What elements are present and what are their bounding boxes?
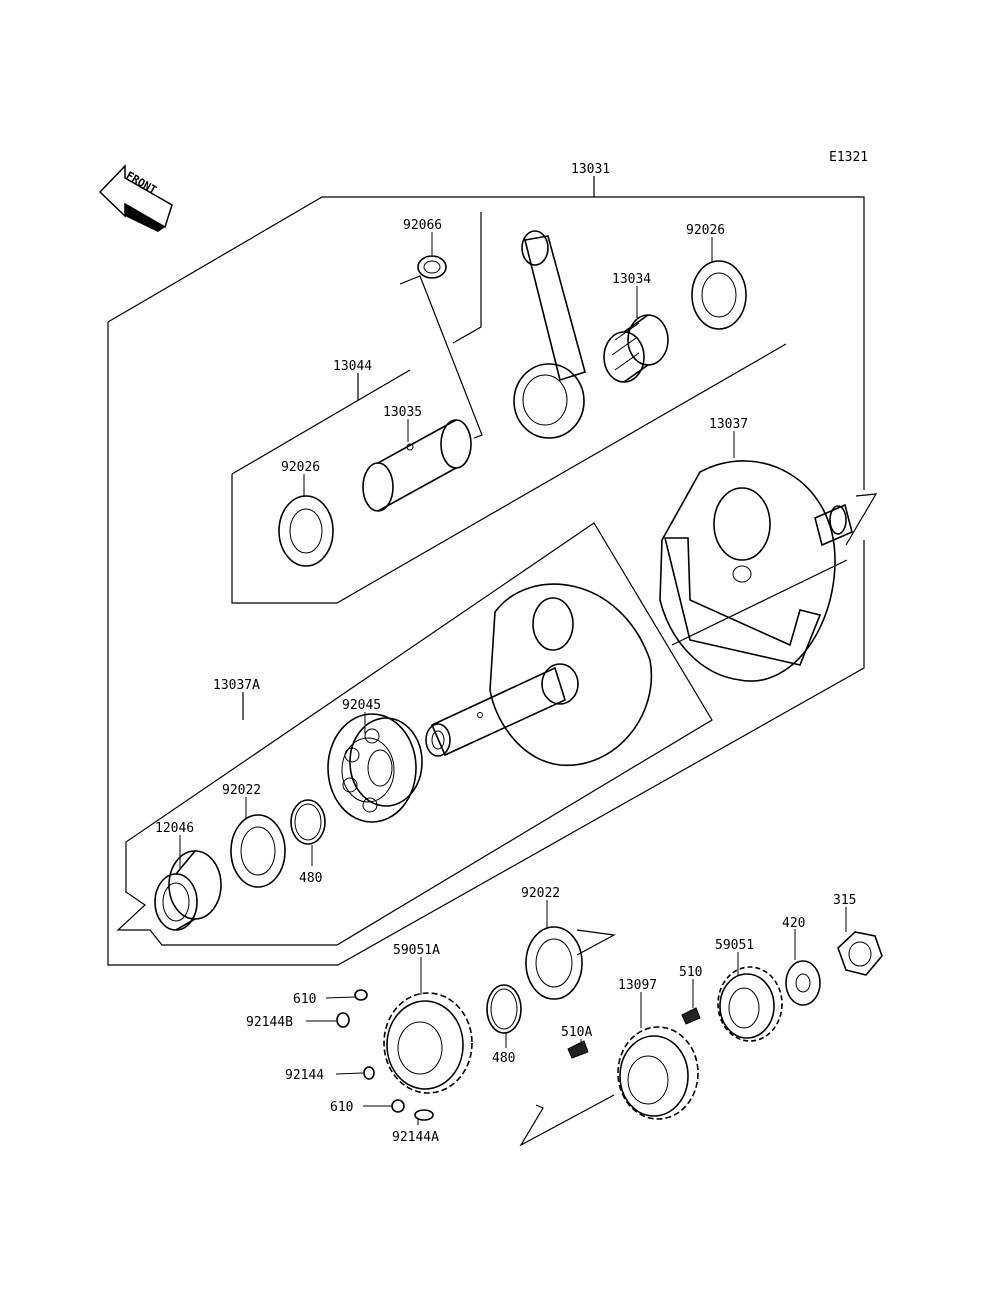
label-59051A: 59051A <box>393 943 440 958</box>
gear-59051 <box>717 966 783 1042</box>
label-59051: 59051 <box>715 938 754 953</box>
spring-92144 <box>335 1066 375 1080</box>
label-92045: 92045 <box>342 698 381 713</box>
diagram-code: E1321 <box>829 150 868 165</box>
label-92026-left: 92026 <box>281 460 320 475</box>
circlip-480-top <box>290 799 326 845</box>
bushing-92066 <box>417 255 447 279</box>
needle-bearing-13034 <box>603 314 669 383</box>
key-510 <box>681 1007 701 1025</box>
spring-92144A <box>414 1109 434 1125</box>
label-92026-top: 92026 <box>686 223 725 238</box>
pin-610-top <box>325 989 368 1001</box>
label-92066: 92066 <box>403 218 442 233</box>
crankshaft-13037A <box>425 583 653 766</box>
label-510: 510 <box>679 965 702 980</box>
label-13031: 13031 <box>571 162 610 177</box>
piston-pin-13035 <box>362 419 472 512</box>
washer-92022-top <box>230 814 286 888</box>
assembly-frame-13031 <box>107 176 878 966</box>
ball-bearing-92045 <box>327 713 423 823</box>
circlip-480-bottom <box>486 984 522 1034</box>
washer-420 <box>785 960 821 1006</box>
flywheel-13037 <box>659 460 853 682</box>
label-13097: 13097 <box>618 978 657 993</box>
label-13035: 13035 <box>383 405 422 420</box>
label-92022-bottom: 92022 <box>521 886 560 901</box>
gear-group-frame <box>519 929 616 1147</box>
washer-92026-top <box>691 260 747 330</box>
gear-59051A <box>383 992 473 1094</box>
label-480-top: 480 <box>299 871 322 886</box>
nut-315 <box>837 931 883 976</box>
label-12046: 12046 <box>155 821 194 836</box>
leader-lines <box>179 232 847 1048</box>
label-480-bottom: 480 <box>492 1051 515 1066</box>
label-13044: 13044 <box>333 359 372 374</box>
label-13037: 13037 <box>709 417 748 432</box>
pin-610-bottom <box>363 1099 405 1113</box>
gear-13097 <box>617 1026 699 1120</box>
label-315: 315 <box>833 893 856 908</box>
label-610-top: 610 <box>293 992 316 1007</box>
connecting-rod <box>513 230 586 439</box>
label-92144: 92144 <box>285 1068 324 1083</box>
washer-92022-bottom <box>525 926 583 1000</box>
label-92144A: 92144A <box>392 1130 439 1145</box>
subassembly-frame-13037A <box>116 522 848 946</box>
label-92022-top: 92022 <box>222 783 261 798</box>
label-92144B: 92144B <box>246 1015 293 1030</box>
label-420: 420 <box>782 916 805 931</box>
label-13034: 13034 <box>612 272 651 287</box>
front-arrow-icon: FRONT <box>98 164 173 232</box>
key-510A <box>567 1040 589 1059</box>
subassembly-frame-13044 <box>231 212 787 604</box>
spring-92144B <box>306 1012 350 1028</box>
sprocket-12046 <box>154 850 222 931</box>
label-510A: 510A <box>561 1025 592 1040</box>
label-13037A: 13037A <box>213 678 260 693</box>
washer-92026-left <box>278 495 334 567</box>
label-610-bottom: 610 <box>330 1100 353 1115</box>
